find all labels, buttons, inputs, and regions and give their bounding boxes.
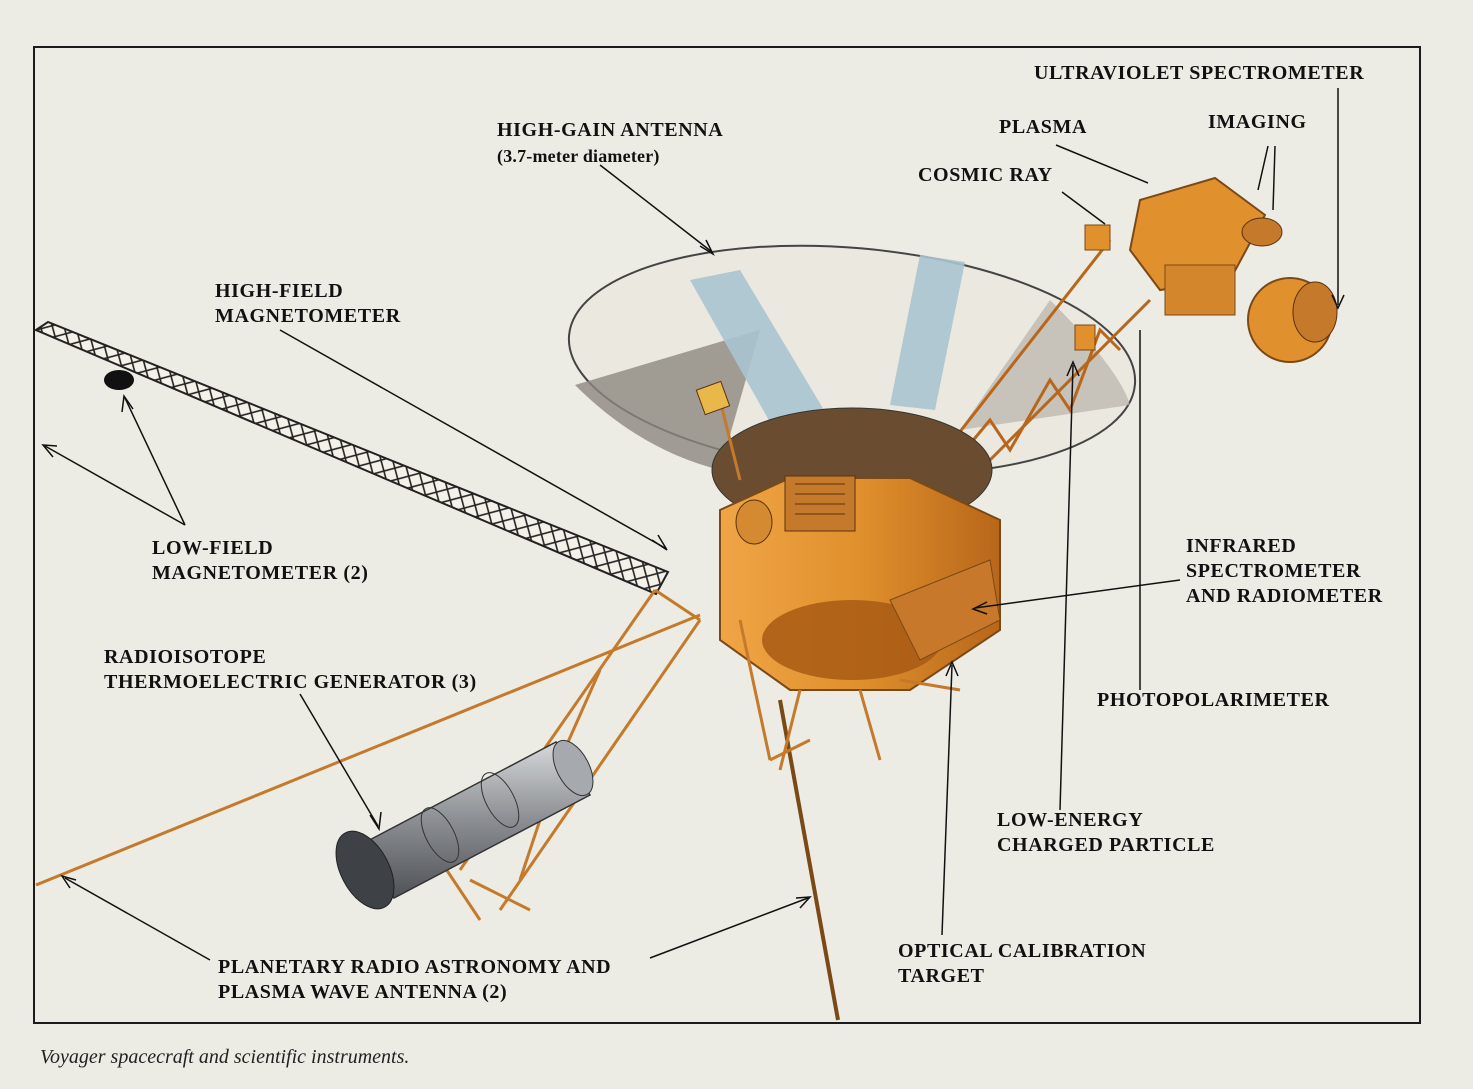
bus-struts: [718, 399, 961, 771]
figure-caption: Voyager spacecraft and scientific instru…: [40, 1046, 410, 1068]
scan-platform: [1074, 176, 1338, 363]
label-optical-calibration-2: TARGET: [898, 965, 985, 987]
high-gain-dish: [567, 244, 1137, 476]
magnetometer-boom: [33, 320, 670, 596]
low-field-sensor-outboard: [104, 370, 134, 390]
cosmic-ray-box: [1084, 224, 1111, 251]
rtg-canisters: [335, 739, 594, 910]
photopolarimeter-box: [1164, 264, 1236, 316]
label-high-field-magnetometer-1: HIGH-FIELD: [215, 280, 344, 302]
label-planetary-radio-2: PLASMA WAVE ANTENNA (2): [218, 981, 508, 1003]
low-energy-box: [1074, 324, 1096, 351]
spacecraft-bus: [711, 407, 1001, 691]
label-infrared-2: SPECTROMETER: [1186, 560, 1362, 582]
label-high-gain-antenna-note: (3.7-meter diameter): [497, 146, 660, 166]
label-rtg-1: RADIOISOTOPE: [104, 646, 267, 668]
label-optical-calibration-1: OPTICAL CALIBRATION: [898, 940, 1147, 962]
label-rtg-2: THERMOELECTRIC GENERATOR (3): [104, 671, 477, 693]
label-low-field-magnetometer-2: MAGNETOMETER (2): [152, 562, 369, 584]
label-high-gain-antenna: HIGH-GAIN ANTENNA: [497, 119, 724, 141]
leader-lines: [41, 88, 1345, 961]
label-photopolarimeter: PHOTOPOLARIMETER: [1097, 689, 1330, 711]
figure-frame: [33, 46, 1421, 1024]
radio-antenna-rod-1: [35, 613, 701, 887]
label-plasma: PLASMA: [999, 116, 1088, 138]
label-low-energy-1: LOW-ENERGY: [997, 809, 1144, 831]
label-infrared-1: INFRARED: [1186, 535, 1297, 557]
label-ultraviolet-spectrometer: ULTRAVIOLET SPECTROMETER: [1034, 62, 1365, 84]
label-cosmic-ray: COSMIC RAY: [918, 164, 1053, 186]
label-planetary-radio-1: PLANETARY RADIO ASTRONOMY AND: [218, 956, 612, 978]
label-imaging: IMAGING: [1208, 111, 1307, 133]
label-high-field-magnetometer-2: MAGNETOMETER: [215, 305, 401, 327]
label-infrared-3: AND RADIOMETER: [1186, 585, 1383, 607]
label-low-field-magnetometer-1: LOW-FIELD: [152, 537, 274, 559]
radio-antenna-rod-2: [778, 699, 840, 1021]
label-low-energy-2: CHARGED PARTICLE: [997, 834, 1215, 856]
sun-sensor: [695, 380, 731, 416]
